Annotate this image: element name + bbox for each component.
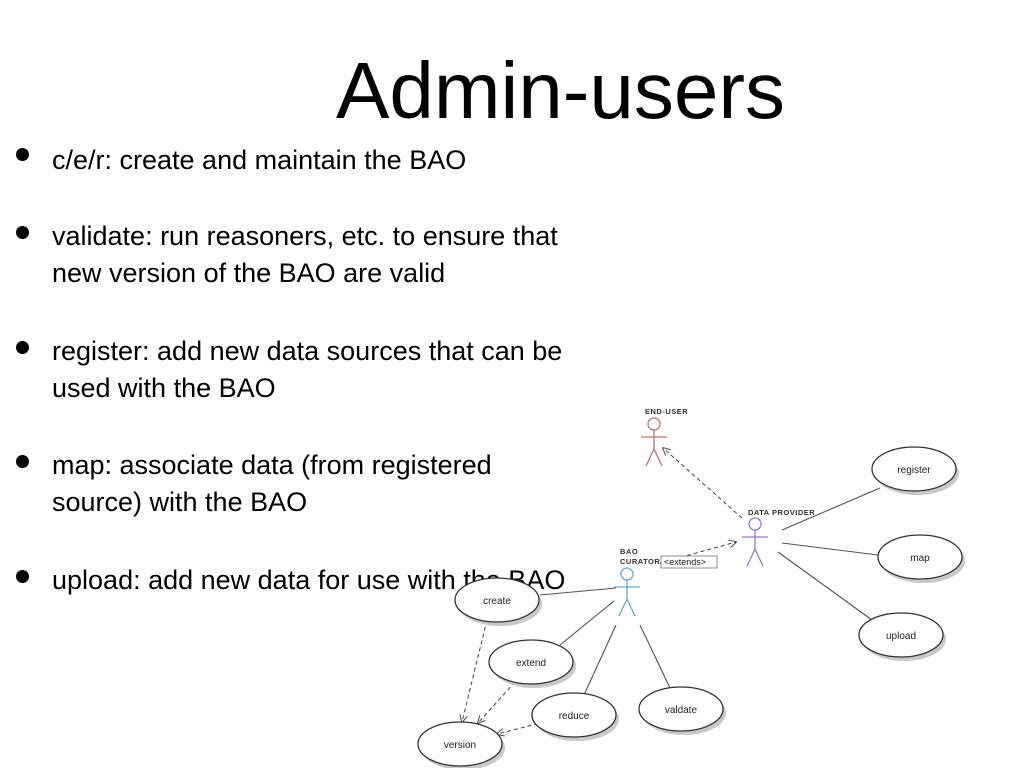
- use-case-label: extend: [516, 658, 546, 669]
- use-case-extend: extend: [488, 639, 576, 688]
- use-case-validate: valdate: [638, 686, 726, 735]
- bullet-dot-icon: [16, 148, 29, 161]
- extend-version-arrow: [478, 681, 516, 723]
- generalization-arrow: [663, 448, 743, 519]
- data-provider-actor: DATA PROVIDER: [742, 508, 815, 567]
- assoc-line-validate: [639, 624, 671, 689]
- use-case-map: map: [877, 534, 965, 583]
- assoc-line-register: [781, 487, 881, 531]
- use-case-label: register: [897, 465, 931, 476]
- use-case-label: valdate: [665, 705, 698, 716]
- use-case-label: version: [444, 740, 476, 751]
- assoc-line-map: [781, 542, 879, 556]
- bullet-text: upload: add new data for use with the BA…: [52, 565, 566, 595]
- use-case-register: register: [871, 446, 959, 495]
- use-case-version: version: [417, 721, 505, 768]
- assoc-line-extend: [559, 600, 615, 646]
- end-user-label: END-USER: [645, 407, 688, 416]
- use-case-reduce: reduce: [531, 692, 619, 741]
- bullet-text: register: add new data sources that can …: [52, 336, 563, 403]
- use-case-label: create: [483, 596, 511, 607]
- use-case-label: map: [910, 553, 930, 564]
- assoc-line-upload: [777, 551, 873, 621]
- extends-label: <extends>: [664, 557, 706, 567]
- extends-arrow: [659, 542, 736, 564]
- use-case-upload: upload: [858, 612, 946, 661]
- bullet-dot-icon: [16, 455, 29, 468]
- curator-label: CURATOR: [620, 557, 660, 566]
- extends-label-box: <extends>: [660, 555, 718, 569]
- bullet-text: validate: run reasoners, etc. to ensure …: [52, 221, 558, 288]
- bao-curator-actor: BAO CURATOR: [614, 547, 660, 617]
- bullet-text: c/e/r: create and maintain the BAO: [52, 145, 467, 175]
- bullet-dot-icon: [16, 570, 29, 583]
- assoc-line-create: [539, 587, 617, 596]
- bullet-dot-icon: [16, 226, 29, 239]
- end-user-actor: END-USER: [641, 407, 688, 467]
- assoc-line-reduce: [583, 624, 617, 696]
- data-provider-label: DATA PROVIDER: [748, 508, 815, 517]
- bullet-dot-icon: [16, 341, 29, 354]
- use-case-label: reduce: [559, 711, 590, 722]
- bullet-text: map: associate data (from registered sou…: [52, 450, 492, 517]
- bao-label: BAO: [620, 547, 638, 556]
- use-case-label: upload: [886, 631, 916, 642]
- use-case-create: create: [454, 577, 542, 626]
- create-version-arrow: [462, 619, 488, 722]
- slide-title: Admin-users: [336, 46, 786, 135]
